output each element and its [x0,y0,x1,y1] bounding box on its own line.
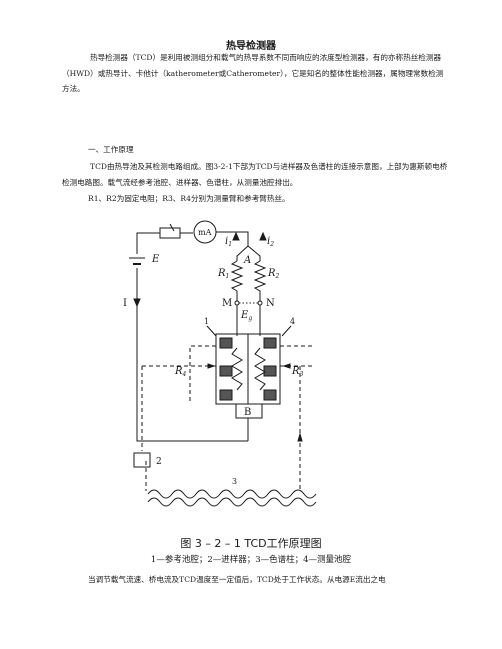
label-eg: Eg [240,310,252,322]
section-heading: 一、工作原理 [88,145,134,154]
injector [133,452,151,468]
resistor-paragraph: R1、R2为固定电阻；R3、R4分别为测量臂和参考臂热丝。 [88,194,290,203]
resistor-r2-zigzag [253,260,267,301]
label-r3: R3 [291,366,304,378]
node-m [234,300,240,306]
label-i2: i2 [267,236,274,248]
label-a: A [243,255,251,266]
intro-paragraph: 热导检测器（TCD）是利用被测组分和载气的热导系数不同而响应的浓度型检测器，有的… [62,53,444,93]
hatch-5 [219,389,233,401]
flow-arrow-up [297,432,303,442]
current-arrow-i2 [259,231,267,241]
principle-paragraph: TCD由热导池及其检测电路组成。图3-2-1下部为TCD与进样器及色谱柱的连接示… [62,162,448,187]
wire-left-top [136,232,160,254]
gas-path-in [189,345,216,404]
bridge-right-arm-top [247,245,261,261]
rheostat-slider [169,223,175,232]
label-r4: R4 [174,366,187,378]
current-arrow-i1 [232,231,240,241]
node-n [257,300,263,306]
label-r2: R2 [267,268,280,280]
bridge-left-arm-top [236,245,249,261]
label-part-2: 2 [156,457,162,467]
label-b: B [244,407,251,418]
hatch-1 [219,337,233,349]
label-m: M [222,298,232,309]
hatch-4 [263,365,277,377]
label-part-3: 3 [232,477,237,486]
hatch-3 [219,365,233,377]
flow-arrow-r3 [282,363,291,369]
leader-line-1 [206,325,217,337]
resistor-r1-zigzag [230,260,244,301]
rheostat [159,227,181,239]
filament-r4 [231,347,243,391]
filament-r3 [254,347,266,391]
leader-line-4 [281,325,292,337]
current-arrow-i [133,298,141,308]
label-e: E [151,254,160,265]
label-ma: mA [198,228,212,237]
figure-caption: 图 3 – 2 – 1 TCD工作原理图 [180,537,322,550]
column-coil-lower [147,497,317,507]
column-coil-upper [147,489,317,499]
block-b [235,403,263,419]
label-part-4: 4 [290,317,295,326]
label-i: I [123,298,127,309]
wire-meter-to-a [216,231,249,246]
wire-left-down [136,268,236,442]
operation-paragraph: 当调节载气流速、桥电流及TCD温度至一定值后，TCD处于工作状态。从电源E流出之… [88,575,386,584]
label-r1: R1 [217,268,229,280]
page-title: 热导检测器 [226,41,276,52]
hatch-6 [263,389,277,401]
label-i1: i1 [225,236,232,248]
tcd-schematic-figure: mA E I i1 i2 A R1 R2 M N Eg 1 4 R4 R3 B … [123,220,317,507]
flow-arrow-r4 [207,363,216,369]
label-n: N [266,298,275,309]
hatch-2 [263,337,277,349]
figure-legend: 1—参考池腔；2—进样器；3—色谱柱；4—测量池腔 [150,555,352,565]
label-part-1: 1 [204,317,209,326]
